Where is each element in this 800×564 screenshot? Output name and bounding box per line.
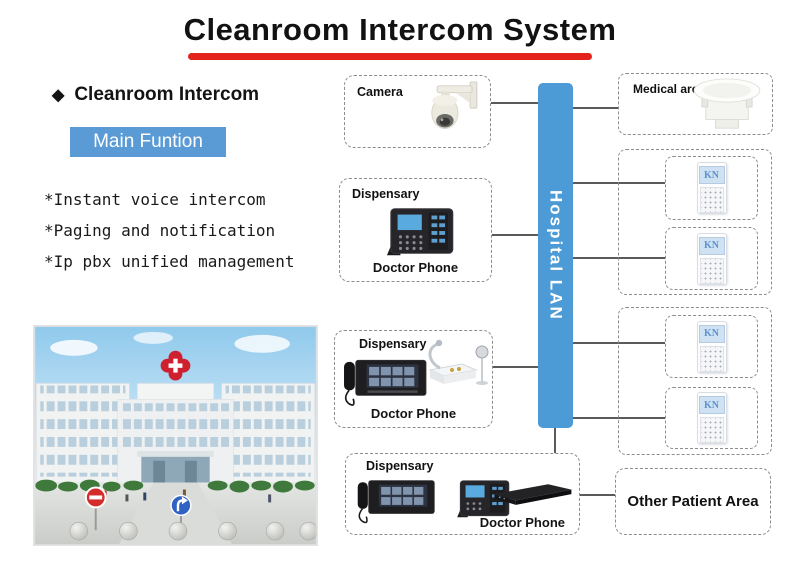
patient-group-box: KN KN [618, 307, 772, 455]
patient-group-box: KN KN [618, 149, 772, 295]
kn-screen-label: KN [698, 236, 725, 255]
rack-server-icon [494, 484, 572, 505]
dispensary-middle-box: Dispensary Doctor Phone [334, 330, 493, 428]
touchscreen-phone-icon [357, 480, 435, 524]
kn-intercom-box: KN [665, 387, 758, 449]
doctor-phone-label: Doctor Phone [370, 406, 457, 421]
dispensary-bottom-box: Dispensary [345, 453, 580, 535]
kn-keypad [699, 187, 724, 213]
kn-keypad [699, 345, 724, 372]
title-underline [188, 53, 592, 60]
dispensary-label: Dispensary [352, 187, 420, 201]
section-heading: ◆ Cleanroom Intercom [52, 84, 259, 106]
doctor-phone-label: Doctor Phone [372, 260, 459, 275]
medical-area-box: Medical area [618, 73, 773, 135]
feature-item: *Paging and notification [44, 221, 276, 240]
kn-intercom-device: KN [696, 232, 727, 285]
ceiling-speaker-icon [693, 78, 761, 129]
kn-screen-label: KN [698, 324, 725, 343]
camera-box: Camera [344, 75, 491, 148]
hospital-lan-label: Hospital LAN [546, 190, 566, 321]
section-heading-text: Cleanroom Intercom [74, 84, 260, 105]
hospital-photo [33, 325, 318, 546]
kn-screen-label: KN [698, 396, 725, 415]
diamond-bullet-icon: ◆ [52, 87, 65, 104]
doctor-phone-icon [386, 208, 454, 256]
doctor-phone-icon [457, 480, 510, 518]
dispensary-label: Dispensary [366, 459, 434, 473]
medical-area-label: Medical area [633, 82, 706, 96]
hospital-lan-bar: Hospital LAN [538, 83, 573, 428]
dispensary-label: Dispensary [359, 337, 427, 351]
kn-keypad [699, 257, 724, 284]
camera-label: Camera [357, 85, 403, 99]
kn-keypad [699, 417, 724, 443]
kn-intercom-device: KN [696, 320, 727, 373]
other-patient-area-label: Other Patient Area [627, 493, 759, 510]
kn-intercom-box: KN [665, 227, 758, 290]
kn-screen-label: KN [698, 166, 725, 185]
ptz-camera-icon [431, 81, 478, 129]
feature-item: *Instant voice intercom [44, 190, 266, 209]
main-function-badge: Main Funtion [70, 127, 226, 157]
hospital-building-image [34, 326, 318, 545]
other-patient-area-box: Other Patient Area [615, 468, 771, 535]
dispensary-top-box: Dispensary Doctor Phone [339, 178, 492, 282]
kn-intercom-device: KN [696, 392, 727, 444]
feature-item: *Ip pbx unified management [44, 252, 295, 271]
feature-list: *Instant voice intercom *Paging and noti… [44, 188, 294, 281]
page-title: Cleanroom Intercom System [183, 12, 617, 47]
kn-intercom-device: KN [696, 162, 727, 214]
doctor-phone-label: Doctor Phone [479, 515, 565, 530]
touchscreen-phone-icon [344, 359, 427, 406]
kn-intercom-box: KN [665, 315, 758, 378]
gooseneck-microphone-icon [428, 339, 489, 385]
kn-intercom-box: KN [665, 156, 758, 220]
